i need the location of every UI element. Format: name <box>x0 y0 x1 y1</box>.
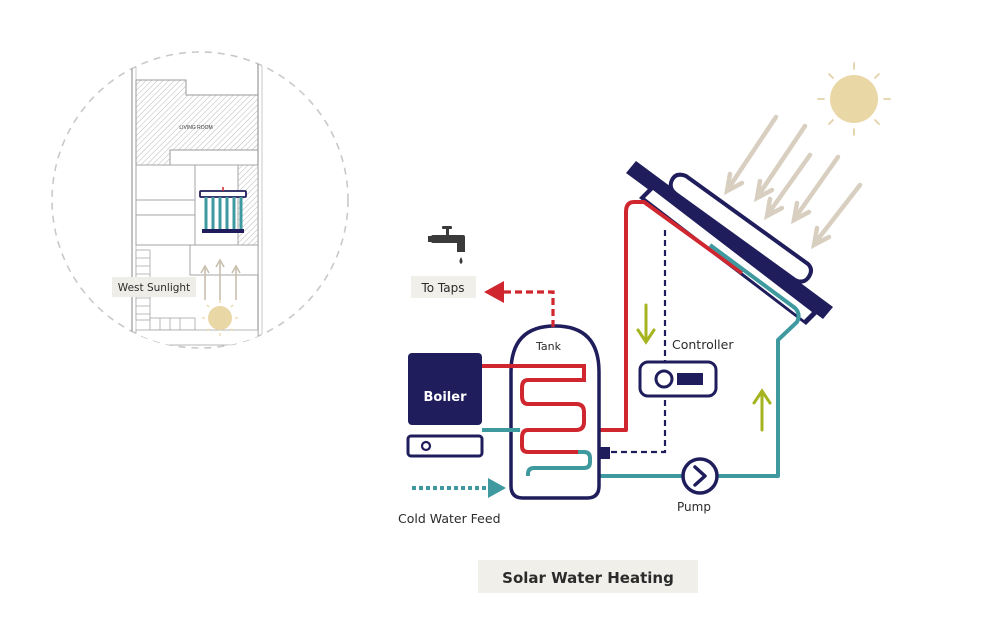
up-flow-arrow <box>752 388 772 432</box>
cold-water-feed-label: Cold Water Feed <box>398 511 501 526</box>
hot-water-to-taps-arrow <box>484 281 555 327</box>
sun-icon <box>817 62 891 136</box>
to-taps-label-bg <box>411 276 476 298</box>
inset-sunlight-arrows <box>200 258 241 300</box>
west-sunlight-label: West Sunlight <box>118 282 190 294</box>
boiler-label: Boiler <box>424 390 468 405</box>
controller-unit <box>638 360 718 398</box>
down-flow-arrow <box>636 303 656 345</box>
pump-chevron-icon <box>693 465 707 487</box>
controller-sensor-line <box>605 230 667 454</box>
mini-solar-collector-icon <box>199 187 247 233</box>
cold-water-feed-arrow <box>412 478 506 498</box>
inset-dashed-circle <box>51 51 349 349</box>
caption-bg <box>478 560 698 593</box>
controller-label: Controller <box>672 337 734 352</box>
to-taps-label: To Taps <box>420 281 464 295</box>
west-sunlight-label-bg <box>112 277 196 297</box>
diagram-caption: Solar Water Heating <box>502 569 674 587</box>
house-plan-inset: LIVING ROOM <box>51 51 349 349</box>
tank-label: Tank <box>535 340 562 353</box>
pump <box>681 457 719 495</box>
boiler <box>406 353 520 458</box>
hot-pipe <box>578 200 744 432</box>
tank <box>480 324 610 500</box>
pump-label: Pump <box>677 500 711 514</box>
tap-icon <box>428 226 465 264</box>
sunlight-ray-arrows <box>723 114 863 250</box>
plan-room-label: LIVING ROOM <box>179 125 212 131</box>
cold-return-pipe <box>518 243 801 478</box>
inset-sun-icon <box>202 300 238 336</box>
